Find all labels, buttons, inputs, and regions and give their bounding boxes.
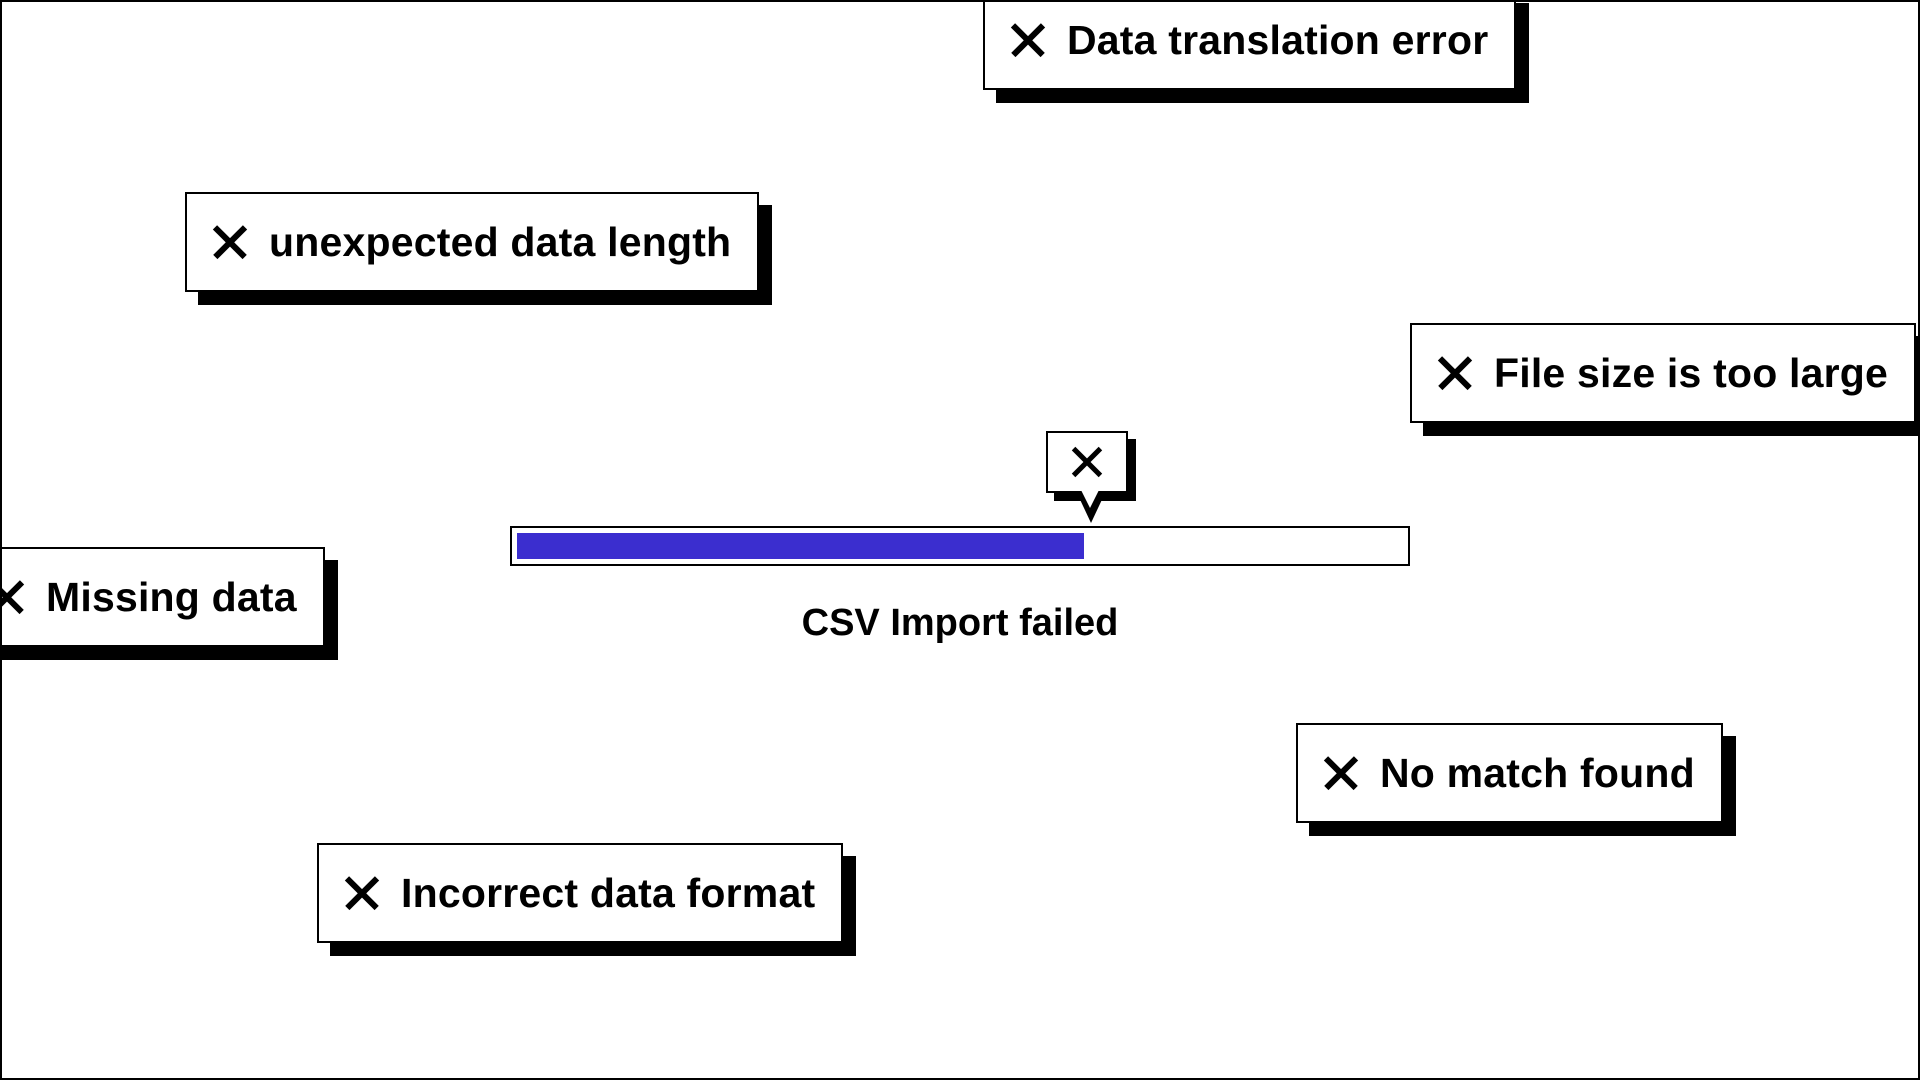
error-toast-unexpected-data-length: unexpected data length bbox=[185, 192, 760, 292]
error-toast-missing-data: Missing data bbox=[2, 547, 325, 647]
close-icon[interactable] bbox=[213, 225, 247, 259]
close-icon[interactable] bbox=[345, 876, 379, 910]
error-label: Incorrect data format bbox=[401, 869, 816, 916]
close-icon[interactable] bbox=[1438, 356, 1472, 390]
import-status-text: CSV Import failed bbox=[801, 602, 1119, 644]
close-icon[interactable] bbox=[1324, 756, 1358, 790]
progress-marker-pointer-inner bbox=[1080, 488, 1100, 508]
progress-fill bbox=[517, 533, 1084, 559]
error-toast-incorrect-format: Incorrect data format bbox=[317, 843, 844, 943]
error-label: unexpected data length bbox=[269, 218, 732, 265]
close-icon[interactable] bbox=[2, 580, 24, 614]
progress-failure-marker bbox=[1046, 431, 1128, 493]
error-label: Data translation error bbox=[1067, 16, 1489, 63]
close-icon bbox=[1072, 447, 1102, 477]
error-toast-file-size: File size is too large bbox=[1410, 323, 1917, 423]
import-progress-bar bbox=[510, 526, 1410, 566]
error-label: Missing data bbox=[46, 573, 297, 620]
error-toast-no-match: No match found bbox=[1296, 723, 1723, 823]
error-toast-data-translation: Data translation error bbox=[983, 2, 1517, 90]
error-label: File size is too large bbox=[1494, 349, 1889, 396]
close-icon[interactable] bbox=[1011, 23, 1045, 57]
error-label: No match found bbox=[1380, 749, 1695, 796]
